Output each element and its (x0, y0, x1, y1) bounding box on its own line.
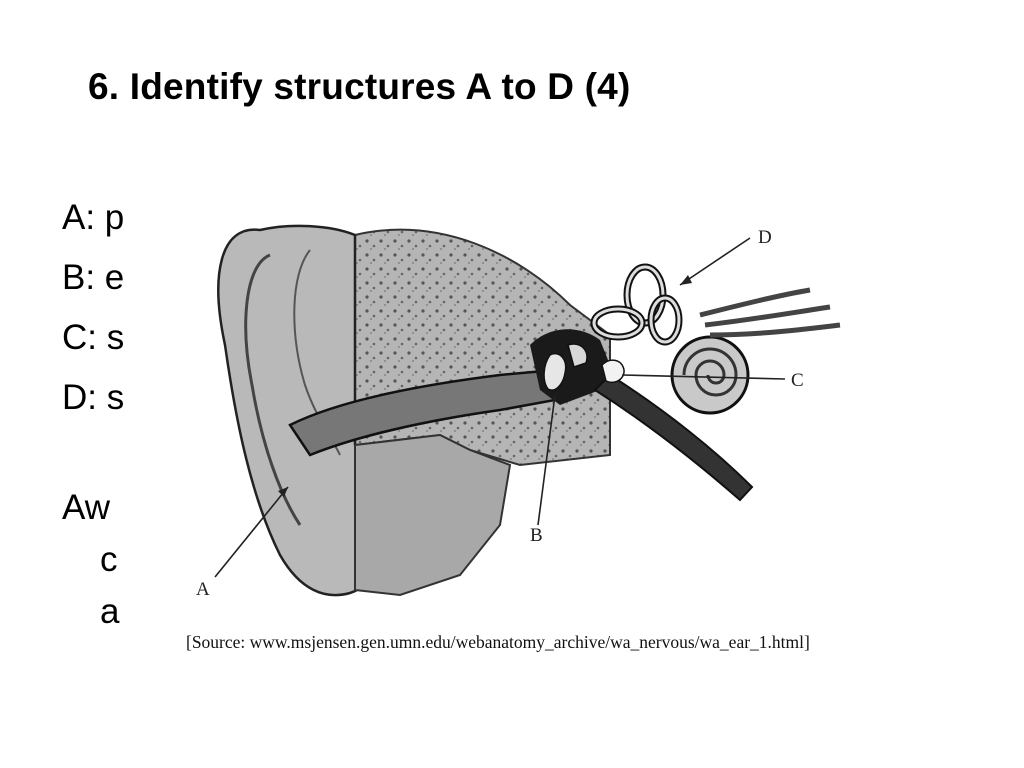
ear-diagram: D C B A (140, 195, 880, 615)
ossicle-incus (567, 343, 588, 368)
answer-a: A: p (62, 198, 125, 237)
figure-label-d: D (758, 227, 772, 248)
ossicle-malleus (543, 353, 567, 391)
lower-tissue (354, 433, 512, 597)
figure-source-caption: [Source: www.msjensen.gen.umn.edu/webana… (186, 632, 810, 652)
pointer-line-c (621, 374, 786, 380)
award-note-line1: Aw (62, 488, 110, 527)
figure-label-c: C (791, 370, 804, 391)
pointer-line-b (537, 394, 556, 526)
figure-label-b: B (530, 525, 543, 546)
pointer-line-d (679, 237, 751, 286)
award-note-line3: a (100, 592, 120, 631)
ear-diagram-svg: D C B A (140, 195, 880, 615)
cochlea-spiral (682, 347, 738, 397)
answer-b: B: e (62, 258, 125, 297)
stapes (601, 359, 625, 383)
answer-d: D: s (62, 378, 125, 417)
eustachian-tube (593, 373, 754, 502)
auditory-nerve (699, 287, 841, 338)
slide-title: 6. Identify structures A to D (4) (88, 66, 631, 107)
award-note-line2: c (100, 540, 118, 579)
figure-label-a: A (196, 579, 210, 600)
answer-c: C: s (62, 318, 125, 357)
pointer-line-a (214, 486, 289, 578)
